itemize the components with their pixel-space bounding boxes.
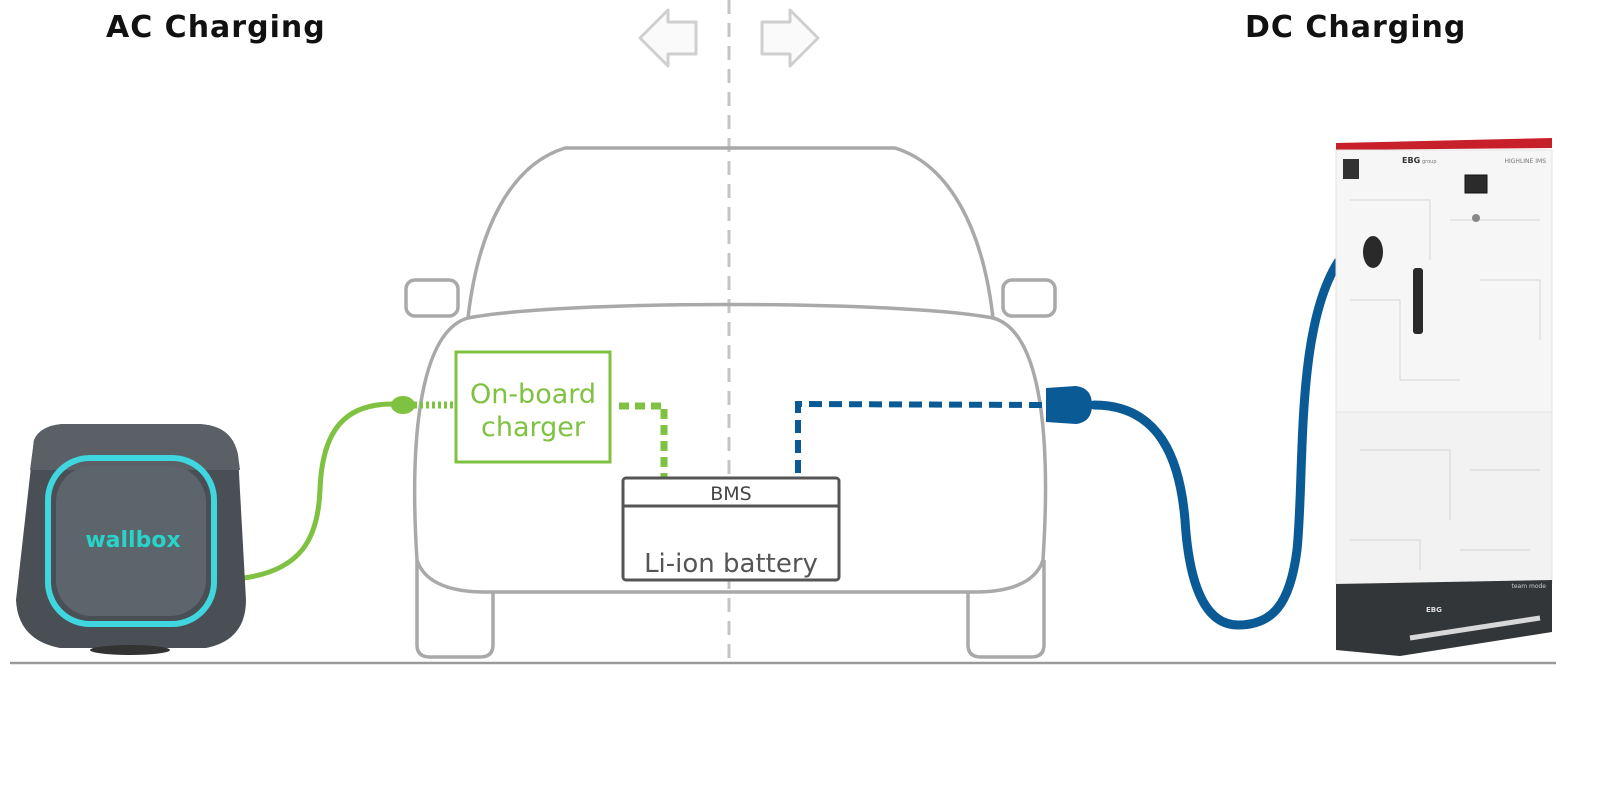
battery-pack: BMS Li-ion battery — [621, 476, 841, 582]
dc-charging-title: DC Charging — [1245, 10, 1467, 45]
dc-charging-station: EBG group HIGHLINE IMS EBG team mode — [1335, 138, 1553, 656]
car-outline — [404, 146, 1057, 659]
ac-inlet-connector — [391, 396, 415, 414]
dc-station-brand-suffix: group — [1422, 159, 1437, 165]
dc-to-battery-link — [795, 400, 1043, 477]
onboard-charger-label-line2: charger — [481, 412, 586, 443]
right-arrow-icon — [760, 8, 820, 68]
dc-inlet-connector — [1046, 386, 1092, 424]
dc-station-footer-brand: EBG — [1426, 606, 1442, 614]
dc-station-brand: EBG — [1402, 156, 1420, 165]
battery-label: Li-ion battery — [644, 549, 818, 579]
ac-cable — [241, 401, 395, 581]
left-arrow-icon — [638, 8, 698, 68]
wallbox-charger: wallbox — [16, 424, 246, 655]
bms-label: BMS — [710, 483, 752, 505]
dc-station-footer-text: team mode — [1512, 583, 1547, 590]
charger-to-battery-link — [619, 402, 668, 477]
onboard-charger-box: On-board charger — [454, 350, 612, 464]
dc-station-model: HIGHLINE IMS — [1505, 158, 1547, 165]
onboard-charger-label-line1: On-board — [470, 379, 596, 410]
wallbox-logo: wallbox — [85, 528, 180, 553]
dc-cable — [1089, 257, 1343, 630]
ac-charging-title: AC Charging — [106, 10, 326, 45]
